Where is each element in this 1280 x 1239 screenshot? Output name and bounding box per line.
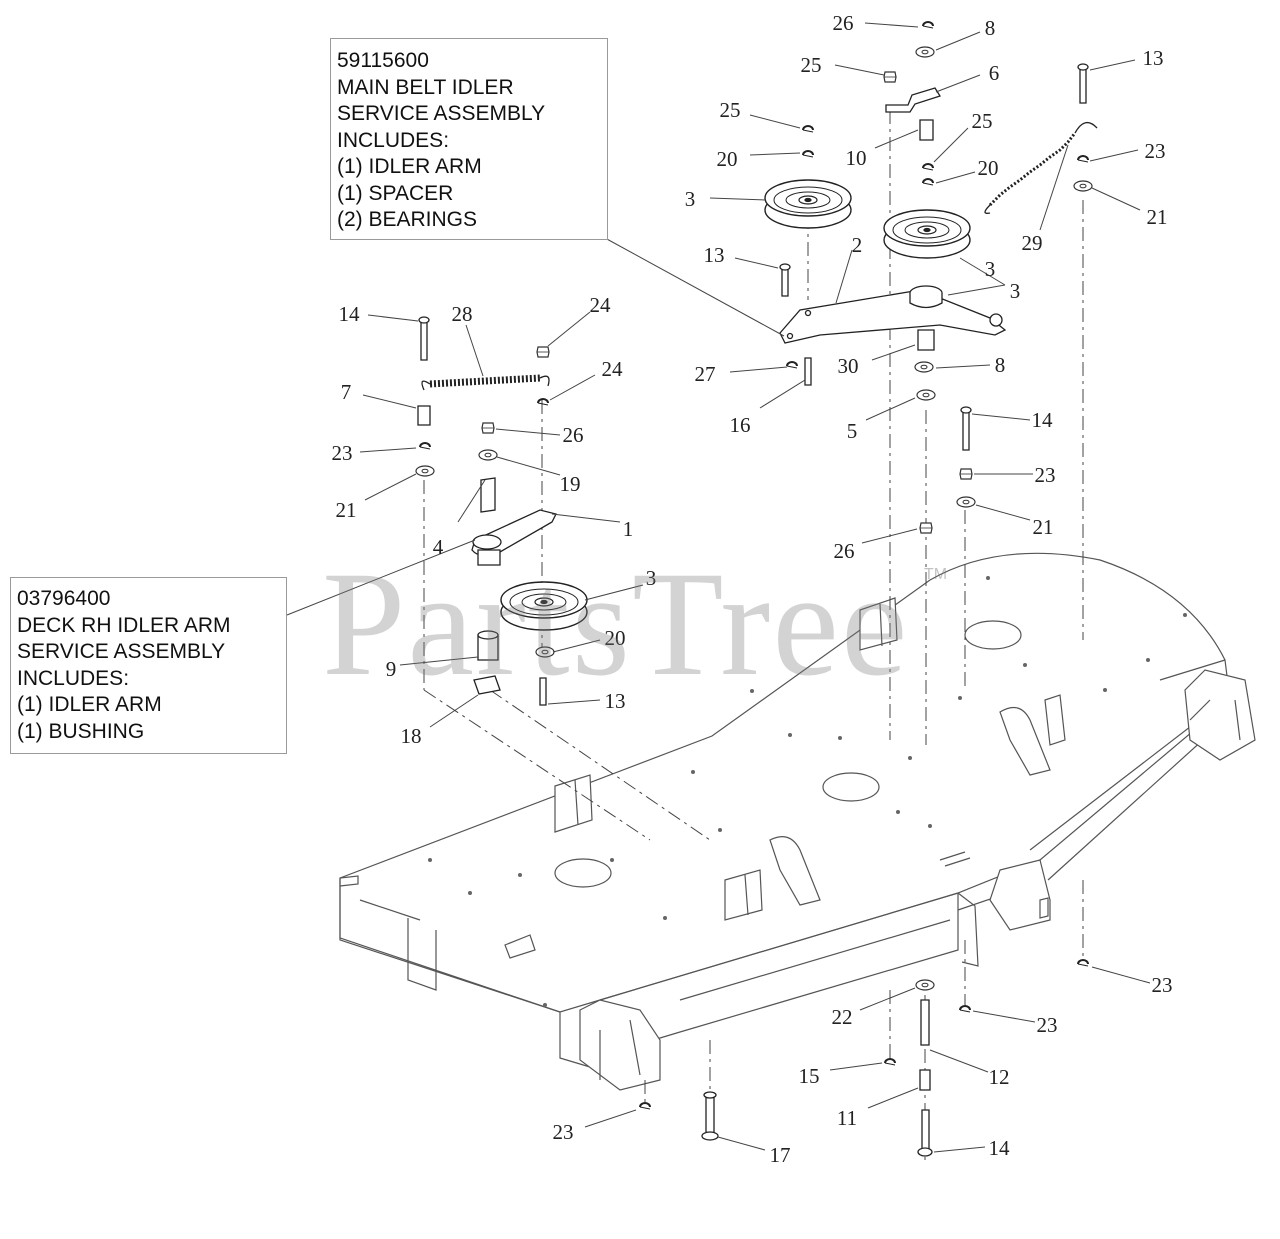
part-number-label: 5	[847, 419, 858, 443]
mower-deck	[339, 552, 1256, 1091]
callout-rh-idler-arm: 03796400 DECK RH IDLER ARM SERVICE ASSEM…	[10, 577, 287, 754]
part-number-label: 3	[1010, 279, 1021, 303]
part-number-label: 13	[605, 689, 626, 713]
part-number-label: 27	[695, 362, 716, 386]
part-number-label: 19	[560, 472, 581, 496]
callout-line: (2) BEARINGS	[337, 208, 478, 231]
part-number-label: 20	[717, 147, 738, 171]
part-number-label: 18	[401, 724, 422, 748]
part-number-label: 8	[995, 353, 1006, 377]
part-number-label: 30	[838, 354, 859, 378]
part-number-label: 25	[972, 109, 993, 133]
part-number-label: 29	[1022, 231, 1043, 255]
part-number-label: 13	[704, 243, 725, 267]
part-number-label: 2	[852, 233, 863, 257]
part-number-label: 21	[336, 498, 357, 522]
part-number-label: 22	[832, 1005, 853, 1029]
callout-line: (1) IDLER ARM	[17, 693, 162, 716]
part-number-label: 20	[605, 626, 626, 650]
callout-line: SERVICE ASSEMBLY	[337, 102, 546, 125]
part-number-label: 21	[1033, 515, 1054, 539]
part-number-label: 6	[989, 61, 1000, 85]
callout-line: 59115600	[337, 49, 429, 72]
part-number-label: 23	[1152, 973, 1173, 997]
part-number-label: 3	[985, 257, 996, 281]
part-number-label: 10	[846, 146, 867, 170]
part-number-label: 28	[452, 302, 473, 326]
part-number-label: 14	[339, 302, 361, 326]
part-number-label: 25	[801, 53, 822, 77]
watermark: PartsTree	[322, 541, 910, 707]
part-number-label: 8	[985, 16, 996, 40]
callout-line: (1) SPACER	[337, 181, 454, 205]
part-number-label: 3	[685, 187, 696, 211]
part-number-label: 26	[834, 539, 855, 563]
watermark-tm: TM	[924, 566, 948, 583]
part-number-label: 14	[1032, 408, 1054, 432]
part-number-label: 16	[730, 413, 751, 437]
callout-line: (1) BUSHING	[17, 719, 145, 743]
part-number-label: 25	[720, 98, 741, 122]
part-number-label: 24	[590, 293, 612, 317]
part-number-label: 12	[989, 1065, 1010, 1089]
part-number-label: 15	[799, 1064, 820, 1088]
part-number-label: 23	[332, 441, 353, 465]
leader-lines	[286, 22, 1151, 1153]
part-number-label: 17	[770, 1143, 791, 1167]
parts	[415, 21, 1098, 1157]
part-number-label: 3	[646, 566, 657, 590]
part-number-label: 23	[1037, 1013, 1058, 1037]
callout-line: DECK RH IDLER ARM	[17, 613, 231, 637]
part-number-label: 13	[1143, 46, 1164, 70]
callout-line: SERVICE ASSEMBLY	[17, 640, 226, 663]
part-number-label: 1	[623, 517, 634, 541]
callout-line: INCLUDES:	[337, 128, 450, 152]
part-number-label: 26	[833, 11, 854, 35]
part-number-label: 26	[563, 423, 584, 447]
part-number-label: 9	[386, 657, 397, 681]
part-number-label: 14	[989, 1136, 1011, 1160]
part-number-label: 24	[602, 357, 624, 381]
part-number-label: 23	[553, 1120, 574, 1144]
callout-line: MAIN BELT IDLER	[337, 75, 514, 99]
callout-main-belt-idler: 59115600 MAIN BELT IDLER SERVICE ASSEMBL…	[330, 38, 608, 240]
part-number-label: 23	[1145, 139, 1166, 163]
callout-line: (1) IDLER ARM	[337, 155, 482, 178]
part-number-label: 4	[433, 535, 444, 559]
part-number-label: 20	[978, 156, 999, 180]
part-number-label: 11	[837, 1106, 857, 1130]
part-number-label: 23	[1035, 463, 1056, 487]
callout-line: INCLUDES:	[17, 666, 130, 690]
part-number-label: 21	[1147, 205, 1168, 229]
deck-holes	[428, 576, 1187, 1007]
callout-line: 03796400	[17, 587, 111, 610]
part-number-label: 7	[341, 380, 352, 404]
